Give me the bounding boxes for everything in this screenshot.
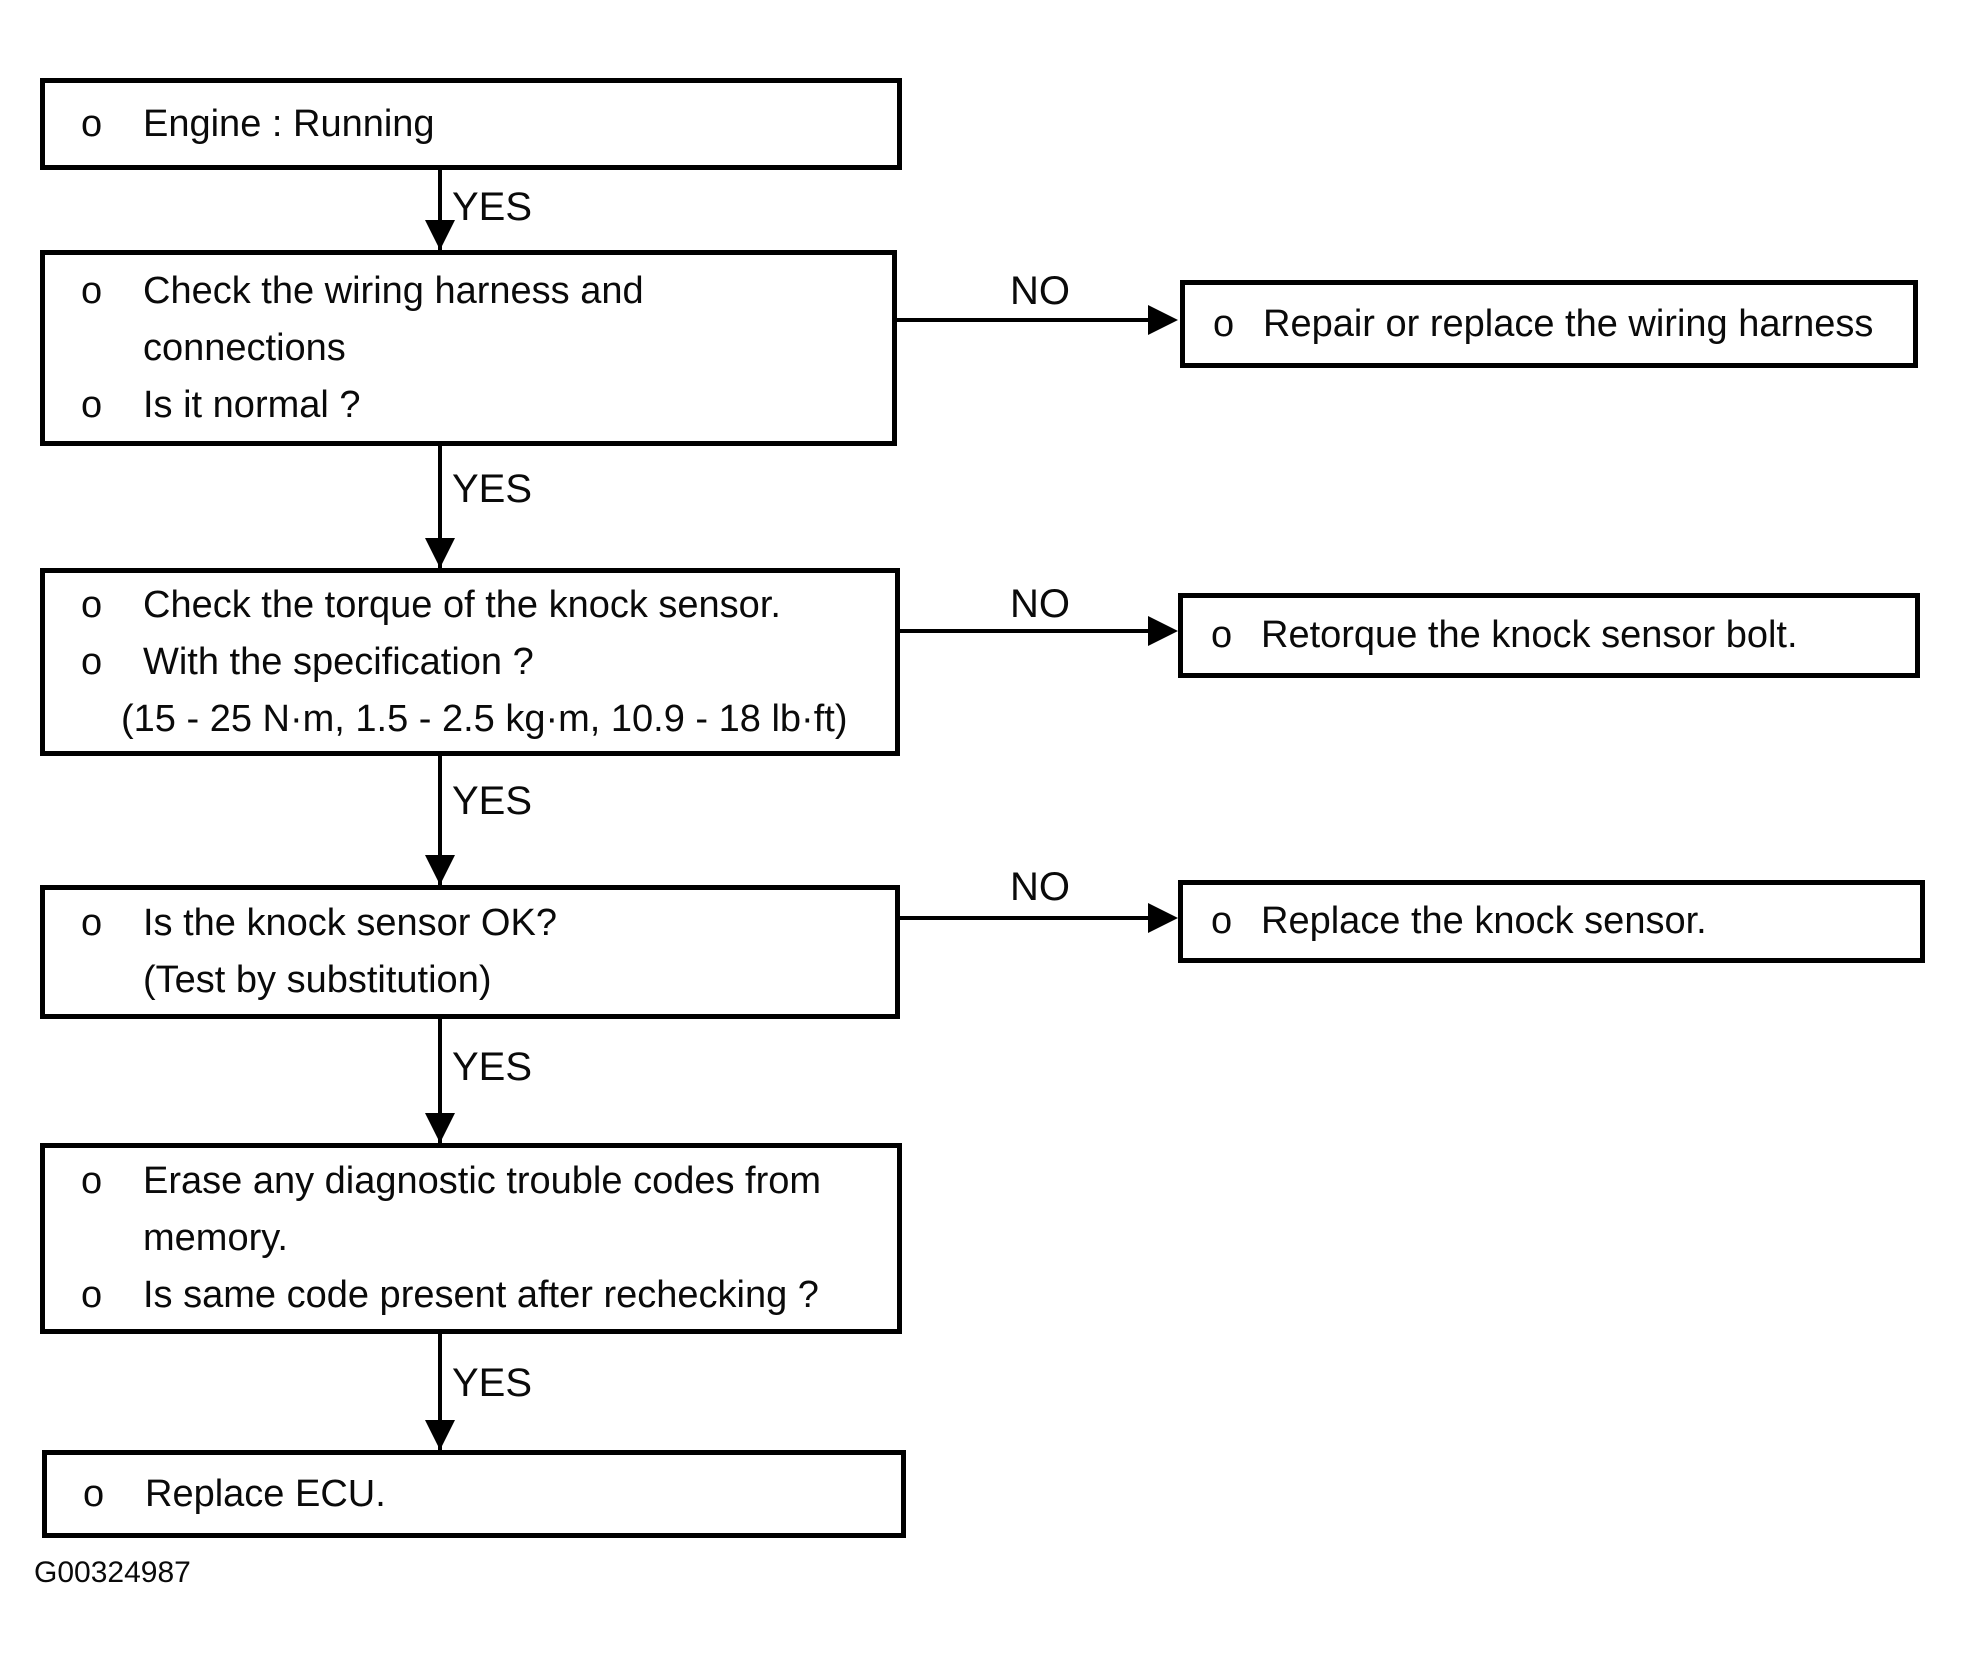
no-label-1: NO [1010, 269, 1070, 313]
no-label-2: NO [1010, 582, 1070, 626]
node-line: memory. [81, 1210, 889, 1267]
bullet-marker: o [81, 640, 103, 683]
flow-node-erase-codes: o Erase any diagnostic trouble codes fro… [40, 1143, 902, 1334]
flow-node-replace-ecu: o Replace ECU. [42, 1450, 906, 1538]
arrowhead-down-icon-3 [425, 855, 455, 885]
arrowhead-down-icon-2 [425, 538, 455, 568]
no-connector-line-1 [897, 318, 1150, 322]
bullet-marker: o [1211, 614, 1233, 656]
node-text: With the specification ? [143, 640, 534, 683]
node-text: Check the wiring harness and [143, 269, 644, 312]
bullet-marker: o [81, 102, 103, 145]
node-line: o Retorque the knock sensor bolt. [1211, 607, 1907, 664]
node-text: Is same code present after rechecking ? [143, 1274, 819, 1316]
node-text: Replace ECU. [145, 1472, 386, 1515]
node-text: (Test by substitution) [143, 959, 492, 1001]
node-line: o Check the wiring harness and [81, 263, 884, 320]
no-label-3: NO [1010, 865, 1070, 909]
bullet-marker: o [1213, 302, 1235, 345]
remedy-node-replace-sensor: o Replace the knock sensor. [1178, 880, 1925, 963]
bullet-marker: o [81, 583, 103, 626]
node-text: Retorque the knock sensor bolt. [1261, 614, 1798, 656]
yes-label-5: YES [452, 1361, 533, 1405]
yes-connector-line-3 [438, 756, 442, 885]
node-text: Replace the knock sensor. [1261, 900, 1707, 942]
yes-connector-line-5 [438, 1334, 442, 1450]
bullet-marker: o [83, 1472, 105, 1515]
flow-node-check-torque: o Check the torque of the knock sensor. … [40, 568, 900, 756]
arrowhead-down-icon-4 [425, 1113, 455, 1143]
node-line: o Engine : Running [81, 96, 889, 153]
bullet-marker: o [81, 902, 103, 944]
node-text: Erase any diagnostic trouble codes from [143, 1160, 822, 1202]
arrowhead-right-icon-3 [1148, 903, 1178, 933]
bullet-marker: o [1211, 900, 1233, 942]
bullet-marker: o [81, 1160, 103, 1202]
node-text: connections [143, 326, 346, 369]
node-line: o Erase any diagnostic trouble codes fro… [81, 1153, 889, 1210]
node-text: Engine : Running [143, 102, 435, 145]
no-connector-line-2 [900, 629, 1150, 633]
node-line: (15 - 25 N·m, 1.5 - 2.5 kg·m, 10.9 - 18 … [81, 691, 887, 748]
remedy-node-retorque-bolt: o Retorque the knock sensor bolt. [1178, 593, 1920, 678]
bullet-marker: o [81, 383, 103, 426]
yes-label-2: YES [452, 467, 533, 511]
node-line: o Repair or replace the wiring harness [1213, 296, 1905, 353]
node-text: Check the torque of the knock sensor. [143, 583, 781, 626]
remedy-node-repair-wiring: o Repair or replace the wiring harness [1180, 280, 1918, 368]
node-text: (15 - 25 N·m, 1.5 - 2.5 kg·m, 10.9 - 18 … [121, 697, 848, 740]
node-line: o Replace the knock sensor. [1211, 893, 1912, 950]
flow-node-engine-running: o Engine : Running [40, 78, 902, 170]
yes-label-3: YES [452, 779, 533, 823]
arrowhead-down-icon-5 [425, 1420, 455, 1450]
bullet-marker: o [81, 269, 103, 312]
flow-node-check-wiring: o Check the wiring harness and connectio… [40, 250, 897, 446]
flow-node-knock-sensor-ok: o Is the knock sensor OK? (Test by subst… [40, 885, 900, 1019]
bullet-marker: o [81, 1274, 103, 1316]
node-text: Is it normal ? [143, 383, 361, 426]
yes-connector-line-2 [438, 446, 442, 568]
node-line: connections [81, 320, 884, 377]
node-line: o Is it normal ? [81, 377, 884, 434]
no-connector-line-3 [900, 916, 1150, 920]
yes-label-1: YES [452, 185, 533, 229]
node-text: Repair or replace the wiring harness [1263, 302, 1874, 345]
arrowhead-down-icon-1 [425, 220, 455, 250]
node-line: o Is same code present after rechecking … [81, 1267, 889, 1324]
node-text: memory. [143, 1217, 288, 1259]
yes-connector-line-4 [438, 1019, 442, 1143]
node-text: Is the knock sensor OK? [143, 902, 557, 944]
figure-code: G00324987 [34, 1556, 191, 1589]
yes-connector-line-1 [438, 170, 442, 250]
arrowhead-right-icon-1 [1148, 305, 1178, 335]
node-line: (Test by substitution) [81, 952, 887, 1009]
node-line: o Is the knock sensor OK? [81, 895, 887, 952]
arrowhead-right-icon-2 [1148, 616, 1178, 646]
node-line: o Replace ECU. [83, 1466, 893, 1523]
yes-label-4: YES [452, 1045, 533, 1089]
node-line: o With the specification ? [81, 634, 887, 691]
node-line: o Check the torque of the knock sensor. [81, 577, 887, 634]
